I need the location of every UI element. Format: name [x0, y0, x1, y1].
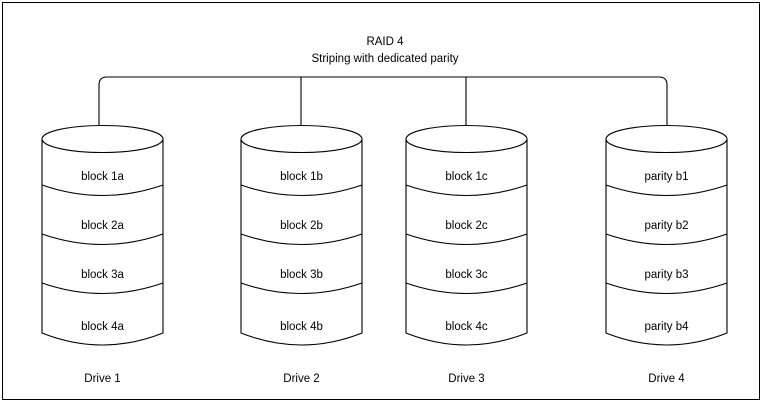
drive-1-top-ellipse	[41, 124, 164, 154]
drive-3-block-1: block 1c	[445, 171, 487, 183]
drive-1-separator-3	[41, 282, 164, 295]
drive-4-block-2: parity b2	[644, 220, 688, 232]
drive-2[interactable]: block 1b block 2b block 3b block 4b Driv…	[240, 124, 363, 386]
drive-3-block-4: block 4c	[445, 321, 487, 333]
drive-2-block-2: block 2b	[280, 220, 323, 232]
drive-3-separator-3	[405, 282, 528, 295]
drive-2-separator-3	[240, 282, 363, 295]
drive-1-separator-2	[41, 233, 164, 246]
drive-3-block-2: block 2c	[445, 220, 487, 232]
drive-1[interactable]: block 1a block 2a block 3a block 4a Driv…	[41, 124, 164, 386]
drive-2-block-1: block 1b	[280, 171, 323, 183]
drive-4-label: Drive 4	[648, 373, 685, 385]
drive-2-body	[240, 138, 363, 346]
drive-1-label: Drive 1	[84, 373, 120, 385]
diagram-subtitle: Striping with dedicated parity	[311, 53, 458, 65]
controller-bus-bracket	[98, 76, 668, 132]
drive-4-parity[interactable]: parity b1 parity b2 parity b3 parity b4 …	[605, 124, 728, 386]
drive-3-separator-1	[405, 184, 528, 197]
bus-horizontal-with-rounded-ends	[98, 76, 668, 132]
drive-2-block-3: block 3b	[280, 269, 323, 281]
drive-1-block-2: block 2a	[81, 220, 124, 232]
diagram-title: RAID 4	[366, 36, 404, 48]
drive-3-top-ellipse	[405, 124, 528, 154]
drive-4-block-1: parity b1	[644, 171, 688, 183]
drive-3-block-3: block 3c	[445, 269, 487, 281]
drive-4-separator-2	[605, 233, 728, 246]
drive-1-block-1: block 1a	[81, 171, 124, 183]
drive-3-body	[405, 138, 528, 346]
drive-2-block-4: block 4b	[280, 321, 323, 333]
drive-4-separator-1	[605, 184, 728, 197]
drive-4-block-3: parity b3	[644, 269, 688, 281]
drive-2-separator-1	[240, 184, 363, 197]
drive-1-body	[41, 138, 164, 346]
drive-4-block-4: parity b4	[644, 321, 689, 333]
drive-2-label: Drive 2	[283, 373, 319, 385]
drive-4-body	[605, 138, 728, 346]
drive-1-separator-1	[41, 184, 164, 197]
drive-3[interactable]: block 1c block 2c block 3c block 4c Driv…	[405, 124, 528, 386]
drive-1-block-4: block 4a	[81, 321, 124, 333]
drive-3-label: Drive 3	[448, 373, 484, 385]
drive-4-top-ellipse	[605, 124, 728, 154]
drive-2-top-ellipse	[240, 124, 363, 154]
drive-4-separator-3	[605, 282, 728, 295]
drive-3-separator-2	[405, 233, 528, 246]
drive-2-separator-2	[240, 233, 363, 246]
drive-1-block-3: block 3a	[81, 269, 124, 281]
